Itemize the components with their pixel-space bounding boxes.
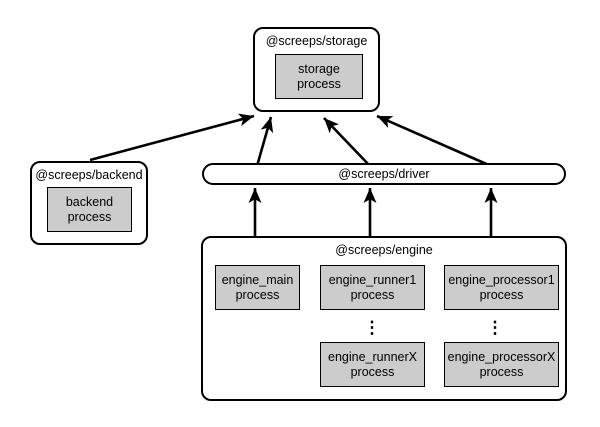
package-engine-label: @screeps/engine [335, 243, 433, 257]
process-engine-main-word: process [235, 287, 280, 302]
package-storage-label: @screeps/storage [265, 34, 368, 48]
package-storage: @screeps/storage storage process [253, 27, 380, 112]
process-storage: storage process [275, 54, 363, 99]
package-driver-label: @screeps/driver [338, 167, 430, 181]
process-engine-processor1-name: engine_processor1 [448, 272, 555, 287]
process-engine-processor1-word: process [479, 287, 524, 302]
process-engine-main: engine_main process [215, 265, 300, 310]
process-storage-word: process [297, 76, 341, 91]
process-engine-processorX-name: engine_processorX [447, 349, 556, 364]
process-engine-processor1: engine_processor1 process [444, 265, 559, 310]
process-engine-runnerX-word: process [350, 364, 395, 379]
process-storage-name: storage [298, 61, 340, 76]
package-engine: @screeps/engine engine_main process engi… [201, 236, 567, 401]
arrow-driver-to-storage [323, 117, 371, 167]
process-engine-processorX: engine_processorX process [444, 342, 559, 387]
arrow-backend-to-storage [89, 113, 255, 162]
process-engine-runnerX-name: engine_runnerX [328, 349, 417, 364]
process-engine-runner1-word: process [350, 287, 395, 302]
arrow-driver-to-storage [255, 116, 274, 167]
process-backend: backend process [47, 187, 132, 232]
package-backend: @screeps/backend backend process [30, 161, 148, 245]
runner-ellipsis: ⋮ [363, 317, 381, 337]
process-engine-main-name: engine_main [221, 272, 294, 287]
arrow-driver-to-storage [376, 114, 492, 168]
process-engine-runner1-name: engine_runner1 [328, 272, 417, 287]
process-engine-runnerX: engine_runnerX process [320, 342, 425, 387]
package-driver: @screeps/driver [202, 163, 566, 185]
package-backend-label: @screeps/backend [35, 168, 143, 182]
process-backend-name: backend [65, 194, 114, 209]
process-engine-runner1: engine_runner1 process [320, 265, 425, 310]
process-backend-word: process [67, 209, 112, 224]
processor-ellipsis: ⋮ [486, 317, 504, 337]
process-engine-processorX-word: process [479, 364, 524, 379]
